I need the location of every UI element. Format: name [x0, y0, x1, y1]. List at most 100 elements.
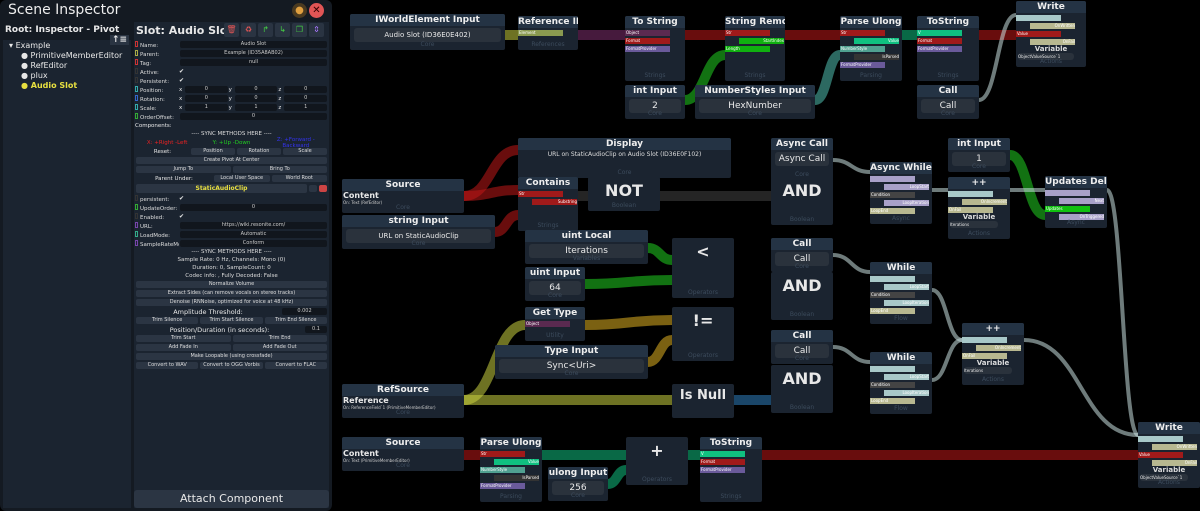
pin-icon[interactable]: ●	[292, 3, 307, 18]
drag-handle-icon[interactable]	[135, 58, 138, 65]
node-value[interactable]: Iterations	[529, 244, 644, 258]
close-icon[interactable]: ✕	[309, 3, 324, 18]
local-user-space-button[interactable]: Local User Space	[214, 175, 270, 182]
node-node[interactable]: <Operators	[672, 238, 734, 298]
tree-item[interactable]: ● PrimitiveMemberEditor	[3, 50, 131, 60]
update-order-field[interactable]: 0	[180, 204, 327, 211]
variable-field[interactable]: Iterations	[964, 367, 1012, 374]
variable-field[interactable]: Iterations	[950, 221, 998, 228]
port-format[interactable]: Format	[917, 38, 962, 44]
port-format[interactable]: Format	[700, 459, 745, 465]
node-node[interactable]: +Operators	[626, 437, 688, 485]
trim-end-button[interactable]: Trim End	[232, 335, 327, 342]
node-title[interactable]: Type Input	[495, 345, 648, 357]
tree-item[interactable]: ● RefEditor	[3, 60, 131, 70]
port-impulse[interactable]	[948, 191, 993, 197]
create-pivot-button[interactable]: Create Pivot At Center	[136, 157, 327, 164]
order-offset-field[interactable]: 0	[180, 113, 327, 120]
node-title[interactable]: int Input	[625, 85, 685, 97]
destroy-icon[interactable]: 🗑	[224, 23, 239, 37]
tree-item[interactable]: ● Audio Slot	[3, 80, 131, 90]
port-onwritten[interactable]: OnWritten	[1030, 23, 1075, 29]
center-icon[interactable]: ⇕	[309, 23, 324, 37]
node-title[interactable]: RefSource	[342, 384, 464, 396]
node-title[interactable]: Contains	[518, 177, 578, 189]
drag-handle-icon[interactable]	[135, 85, 138, 92]
denoise-button[interactable]: Denoise (RNNoise, optimized for voice at…	[136, 299, 327, 306]
port-object[interactable]: Object	[625, 30, 670, 36]
node-node[interactable]: !=Operators	[672, 307, 734, 361]
port-value[interactable]: Value	[854, 38, 899, 44]
port-str[interactable]: Str	[480, 451, 525, 457]
port-loopiteration[interactable]: LoopIteration	[884, 200, 929, 206]
port-impulse[interactable]	[962, 337, 1007, 343]
node-title[interactable]: To String	[625, 16, 685, 28]
position-duration-field[interactable]: 0.1	[305, 326, 327, 333]
node-value[interactable]: Sync<Uri>	[499, 359, 644, 373]
node-title[interactable]: ++	[948, 177, 1010, 189]
rotation-x-field[interactable]: 0	[185, 95, 228, 102]
port-loopend[interactable]: LoopEnd	[870, 208, 915, 214]
port-impulse[interactable]	[1016, 15, 1061, 21]
node-title[interactable]: string Input	[342, 215, 495, 227]
active-checkbox[interactable]: ✔	[179, 68, 185, 75]
port-onfail[interactable]: OnFail	[1030, 39, 1075, 45]
node-value[interactable]: 1	[952, 152, 1006, 166]
jump-to-button[interactable]: Jump To	[136, 166, 231, 173]
position-z-field[interactable]: 0	[284, 86, 328, 93]
port-substring[interactable]: Substring	[532, 199, 577, 205]
port-format[interactable]: Format	[625, 38, 670, 44]
trim-start-button[interactable]: Trim Start	[136, 335, 231, 342]
port-loopiteration[interactable]: LoopIteration	[884, 300, 929, 306]
url-field[interactable]: https://wiki.resonite.com/	[180, 222, 327, 229]
duplicate-icon[interactable]: ❐	[292, 23, 307, 37]
port-str[interactable]: Str	[725, 30, 770, 36]
tree-item[interactable]: ● plux	[3, 70, 131, 80]
node-title[interactable]: Call	[771, 238, 833, 250]
node-value[interactable]: Audio Slot (ID36E0E402)	[354, 28, 501, 42]
port-length[interactable]: Length	[725, 46, 770, 52]
reset-position-button[interactable]: Position	[191, 148, 235, 155]
node-title[interactable]: While	[870, 352, 932, 364]
port-impulse[interactable]	[870, 176, 915, 182]
sample-rate-mode-field[interactable]: Conform	[180, 240, 327, 247]
make-loopable-button[interactable]: Make Loopable (using crossfade)	[136, 353, 327, 360]
node-updates-delay[interactable]: Updates DelayNextUpdatesOnTriggeredAsync	[1045, 176, 1107, 228]
node-value[interactable]: 2	[629, 99, 681, 113]
attach-component-button[interactable]: Attach Component	[134, 490, 329, 508]
trim-start-silence-button[interactable]: Trim Start Silence	[200, 317, 263, 324]
drag-handle-icon[interactable]	[135, 239, 138, 246]
drag-handle-icon[interactable]	[135, 221, 138, 228]
port-condition[interactable]: Condition	[870, 192, 915, 198]
recycle-icon[interactable]: ♻	[241, 23, 256, 37]
node-title[interactable]: Source	[342, 179, 464, 191]
trim-end-silence-button[interactable]: Trim End Silence	[264, 317, 327, 324]
drag-handle-icon[interactable]	[135, 112, 138, 119]
node-title[interactable]: Async Call	[771, 138, 833, 150]
port-condition[interactable]: Condition	[870, 292, 915, 298]
node-title[interactable]: ulong Input	[548, 467, 608, 479]
port-formatprovider[interactable]: FormatProvider	[480, 483, 525, 489]
port-element[interactable]: Element	[518, 30, 563, 36]
move-up-root-icon[interactable]: ↑≡	[109, 35, 129, 45]
insert-parent-icon[interactable]: ↱	[258, 23, 273, 37]
node-title[interactable]: ToString	[917, 16, 979, 28]
add-child-icon[interactable]: ↳	[275, 23, 290, 37]
port-impulse[interactable]	[870, 276, 915, 282]
